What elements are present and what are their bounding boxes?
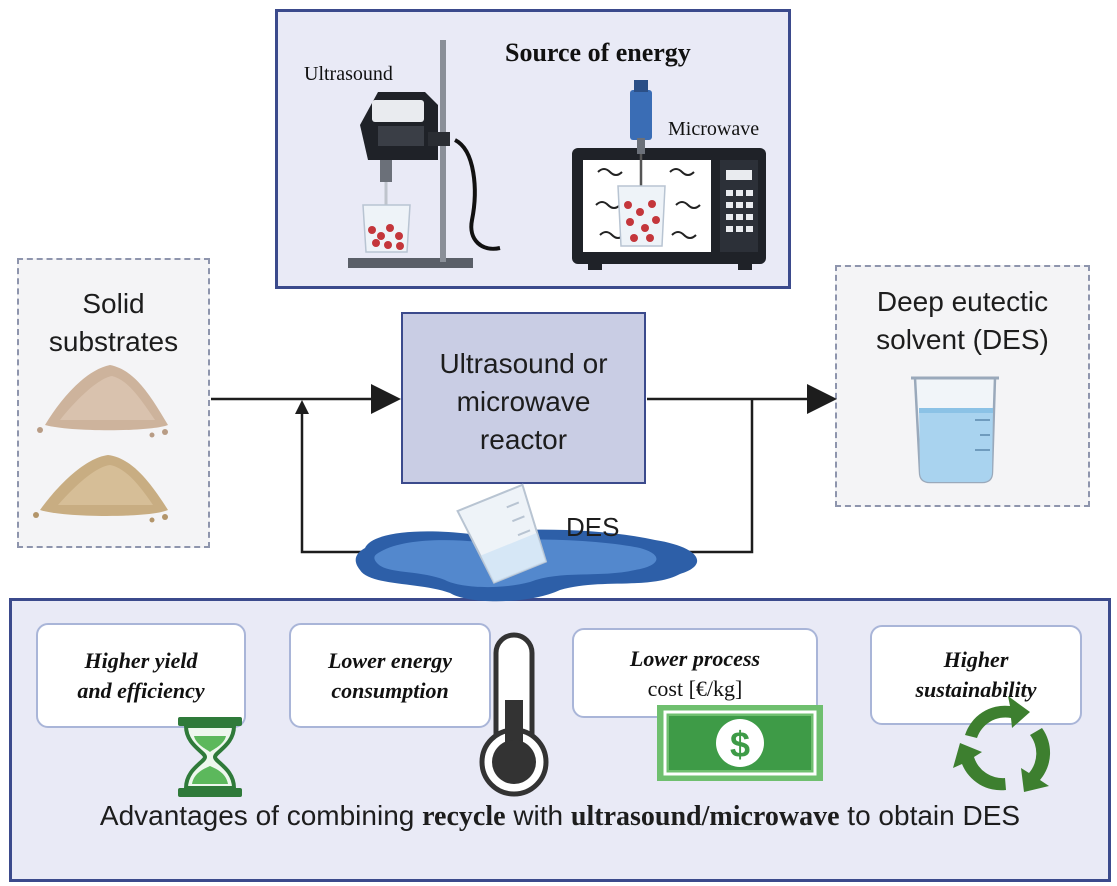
advantage-card-yield: Higher yield and efficiency [36, 623, 246, 728]
solid-substrates-label: Solid substrates [17, 285, 210, 361]
footer-bold-recycle: recycle [422, 801, 506, 832]
advantages-footer: Advantages of combining recycle with ult… [9, 800, 1111, 833]
card-cost-line-2: cost [€/kg] [647, 676, 743, 701]
recycle-icon [953, 696, 1051, 792]
advantage-card-energy: Lower energy consumption [289, 623, 491, 728]
reactor-label: Ultrasound or microwave reactor [401, 345, 646, 459]
reactor-line-2: microwave [456, 386, 591, 417]
recycle-arrowhead [295, 400, 309, 414]
des-recycle-label: DES [566, 512, 619, 542]
hourglass-icon [178, 717, 242, 797]
footer-text-1: Advantages of combining [99, 800, 423, 831]
card-energy-line-1: Lower energy [327, 647, 453, 673]
energy-source-title: Source of energy [505, 38, 691, 67]
des-puddle-icon [355, 483, 698, 602]
card-yield-line-2: and efficiency [77, 677, 205, 703]
ultrasound-label: Ultrasound [304, 63, 393, 85]
substrate-pile-1-icon [37, 365, 168, 438]
ultrasound-device-icon [348, 40, 501, 268]
footer-bold-ultrasound: ultrasound/microwave [570, 801, 840, 832]
thermometer-icon [479, 632, 549, 797]
input-line-2: substrates [48, 326, 179, 357]
microwave-device-icon [572, 80, 766, 270]
microwave-label: Microwave [668, 118, 760, 140]
card-sustainability-line-2: sustainability [915, 677, 1037, 702]
card-yield-line-1: Higher yield [84, 647, 198, 673]
svg-text:$: $ [730, 724, 750, 765]
reactor-box [401, 312, 646, 484]
advantage-card-sustainability: Higher sustainability [870, 625, 1082, 725]
reactor-line-3: reactor [479, 424, 568, 455]
des-output-label: Deep eutectic solvent (DES) [835, 283, 1090, 359]
card-cost-line-1: Lower process [629, 646, 761, 671]
output-line-2: solvent (DES) [876, 324, 1049, 355]
output-line-1: Deep eutectic [876, 286, 1049, 317]
des-beaker-icon [911, 376, 999, 484]
card-sustainability-line-1: Higher [943, 647, 1009, 672]
footer-text-2: with [505, 800, 571, 831]
substrate-pile-2-icon [33, 455, 168, 523]
card-energy-line-2: consumption [331, 677, 449, 703]
reactor-line-1: Ultrasound or [439, 348, 608, 379]
input-line-1: Solid [82, 288, 145, 319]
money-icon: $ [657, 705, 823, 781]
footer-text-3: to obtain DES [839, 800, 1021, 831]
advantage-card-cost: Lower process cost [€/kg] [572, 628, 818, 718]
